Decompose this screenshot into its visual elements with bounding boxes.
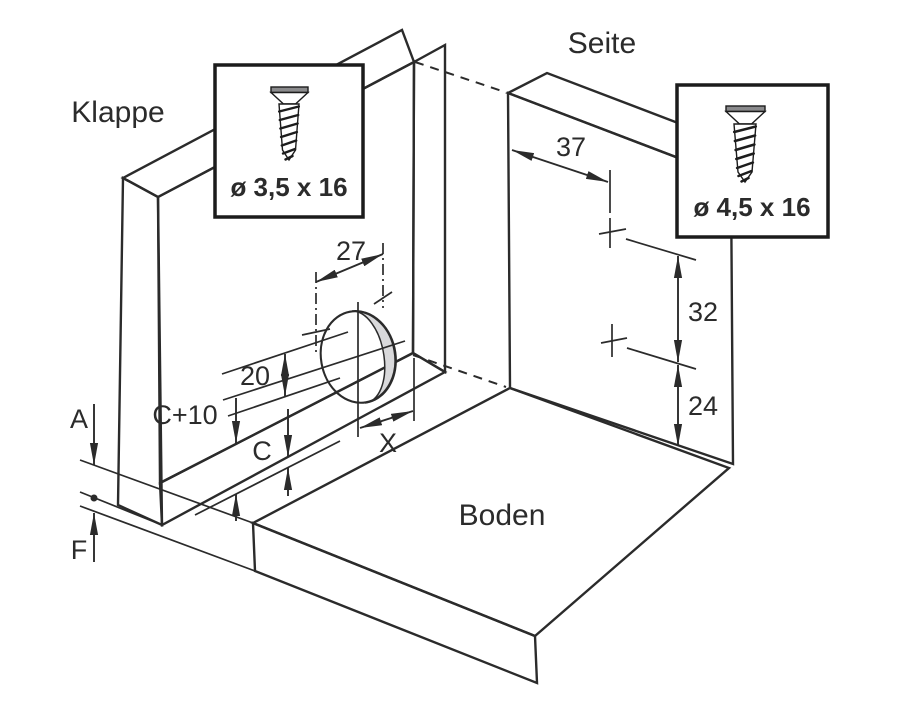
side-drill-mark-upper [598,218,697,261]
flap-bottom-edge [158,351,448,527]
dim-27: 27 [301,236,393,354]
side-screw-inset: ø 4,5 x 16 [675,83,830,239]
dim-c10-value: C+10 [152,400,217,430]
flap-screw-spec: ø 3,5 x 16 [230,172,347,202]
side-drill-mark-lower [600,324,697,370]
dim-x: X [359,358,415,458]
dim-27-line [315,253,384,283]
dim-20-lower-ref [227,377,341,417]
dim-24-value: 24 [688,391,718,421]
flap-left-edge [116,175,164,527]
dim-27-left-crosstick [301,328,331,336]
dim-37-value: 37 [556,132,586,162]
dim-a-value: A [70,404,88,434]
dim-x-value: X [379,428,397,458]
dim-20-value: 20 [240,361,270,391]
alignment-dashed-line-bottom [412,354,507,388]
dim-f-value: F [71,535,88,565]
dim-x-line [359,410,414,429]
upper-drill-ref-line [625,238,697,261]
countersunk-screw-icon [269,86,310,162]
dim-20: 20 [221,331,349,417]
upper-drill-htick [598,228,627,235]
dim-a-f: A F [70,404,256,572]
side-label: Seite [568,27,636,60]
lower-drill-ref-line [626,347,697,370]
dim-27-right-crosstick [373,291,393,305]
bottom-label: Boden [459,499,546,532]
hinge-cup-hole [222,302,406,437]
dim-32: 32 [673,256,718,362]
flap-right-edge [411,42,447,375]
dim-37: 37 [511,132,611,213]
ref-line-bottom-top-ext [79,459,254,524]
flap-screw-inset: ø 3,5 x 16 [213,63,365,219]
countersunk-screw-icon [724,105,767,184]
dim-20-upper-ref [221,331,349,375]
dim-37-line [511,149,609,183]
dim-c-gap-ref [194,440,341,516]
alignment-dashed-line-top [414,61,506,93]
bottom-panel [250,386,732,685]
ref-line-bottom-underside-ext [79,505,256,572]
side-front-face [506,91,735,466]
dim-27-value: 27 [336,236,366,266]
dim-c-plus-10: C+10 [152,398,241,521]
dim-c-value: C [252,436,272,466]
side-screw-spec: ø 4,5 x 16 [693,192,810,222]
cup-outline [319,310,397,404]
cup-horizontal-centerline [222,340,406,401]
lower-drill-htick [600,337,628,344]
dim-32-value: 32 [688,297,718,327]
flap-label: Klappe [71,96,164,129]
bottom-panel-front-edge [251,521,539,685]
dim-af-reference-dot [90,494,98,502]
dim-c: C [194,409,341,516]
dim-24: 24 [673,365,718,446]
